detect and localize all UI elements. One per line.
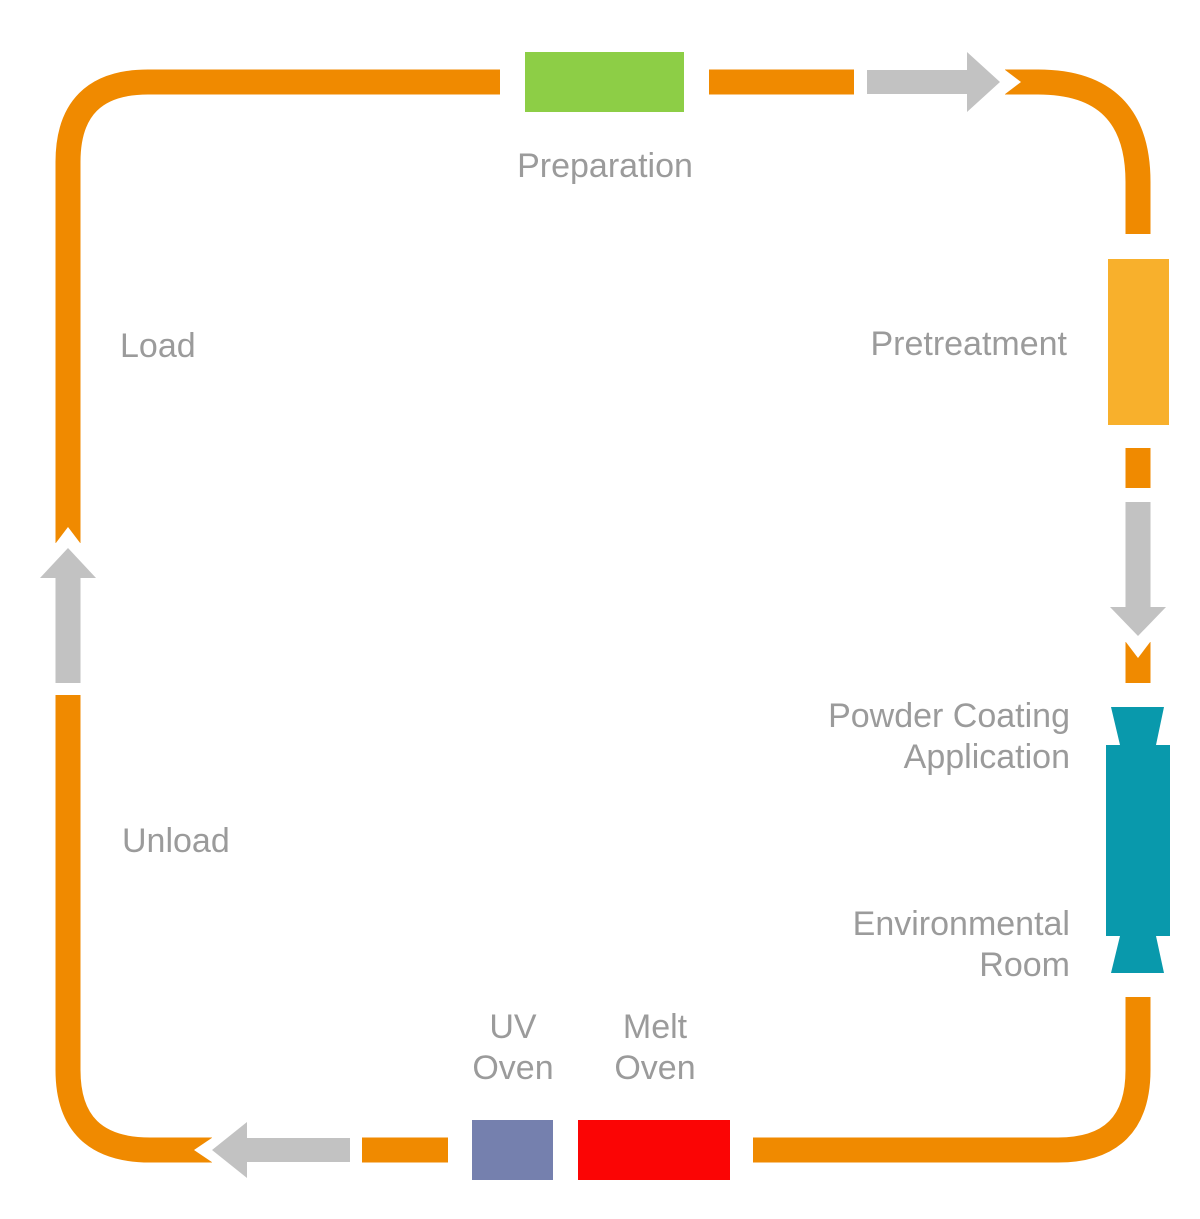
station-environmental-room	[1106, 707, 1170, 973]
station-pretreatment	[1108, 259, 1169, 425]
flow-arrow-up-icon	[40, 548, 96, 683]
conveyor-segment-left-top	[55, 69, 500, 543]
environmental-room-label: Environmental Room	[852, 905, 1070, 984]
flow-arrow-left-icon	[212, 1122, 350, 1178]
pretreatment-label: Pretreatment	[870, 325, 1067, 363]
conveyor-segment-top-right-corner	[1005, 69, 1151, 234]
powder-coating-application-label: Powder Coating Application	[828, 697, 1070, 776]
conveyor-segment-bottom-right-corner	[753, 997, 1151, 1163]
uv-oven-label: UV Oven	[472, 1008, 554, 1087]
station-melt-oven	[578, 1120, 730, 1180]
preparation-label: Preparation	[517, 147, 693, 185]
conveyor-segment-bottom-left-corner	[55, 695, 212, 1163]
conveyor-notches	[55, 69, 1151, 1163]
unload-label: Unload	[122, 822, 230, 860]
melt-oven-label: Melt Oven	[614, 1008, 696, 1087]
flow-arrow-down-icon	[1110, 502, 1166, 636]
conveyor-notch-down	[1125, 641, 1151, 658]
load-label: Load	[120, 327, 196, 365]
conveyor-loop	[55, 69, 1151, 1163]
stations	[472, 52, 1170, 1180]
conveyor-notch-up	[55, 527, 81, 544]
station-uv-oven	[472, 1120, 553, 1180]
conveyor-notch-right	[1004, 69, 1021, 95]
flow-arrow-right-icon	[867, 52, 1000, 112]
station-preparation	[525, 52, 684, 112]
conveyor-notch-left	[194, 1137, 213, 1163]
flow-arrows	[40, 52, 1166, 1178]
